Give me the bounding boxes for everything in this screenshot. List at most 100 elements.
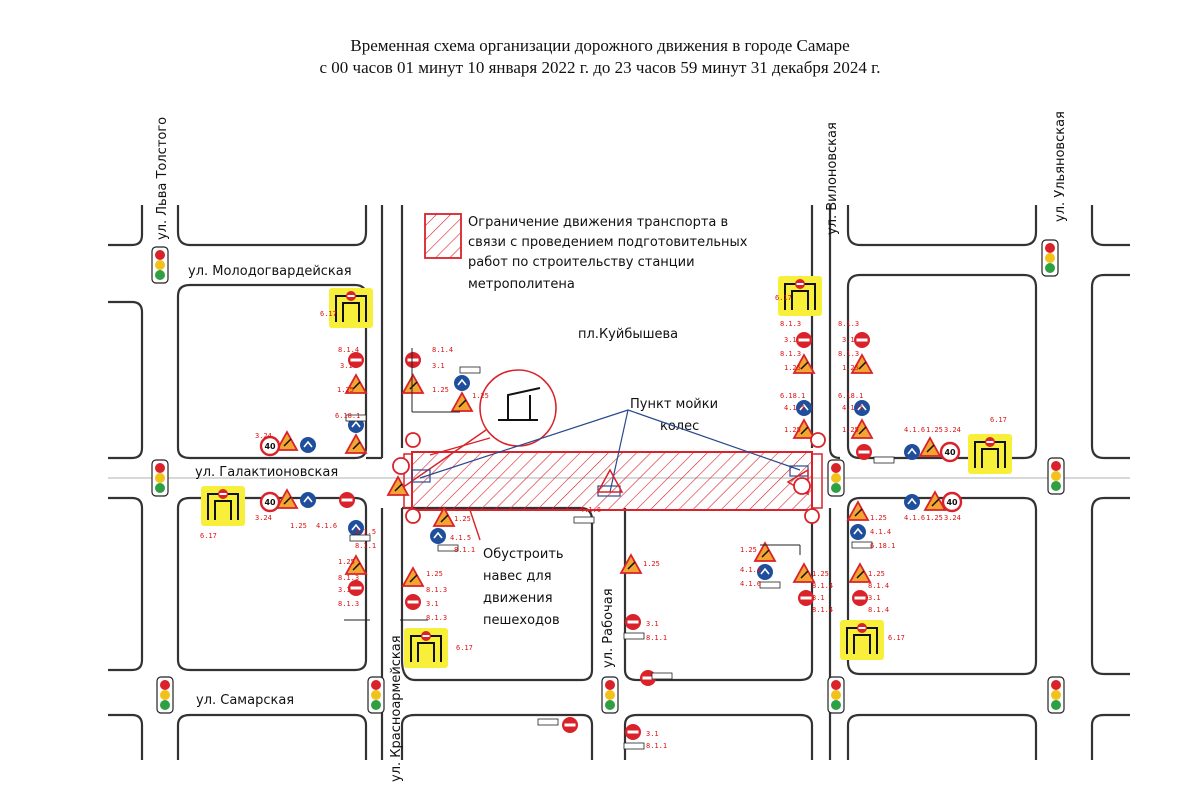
block-outline: [176, 713, 368, 760]
sign-code: 6.18.1: [335, 412, 360, 420]
sign-code: 1.25: [842, 364, 859, 372]
sign-code: 6.17: [775, 294, 792, 302]
direction-arrow-icon: [299, 491, 317, 509]
wash-point-marker: [411, 469, 431, 483]
sign-code: 1.25: [784, 364, 801, 372]
sign-code: 1.25: [426, 570, 443, 578]
sign-code: 1.25: [740, 546, 757, 554]
canopy-note-line-1: Обустроить: [483, 547, 564, 562]
pedestrian-icon: [405, 432, 421, 448]
detour-sign-icon: [403, 627, 449, 669]
block-outline: [108, 496, 144, 672]
sign-code: 1.25: [472, 392, 489, 400]
no-entry-icon: [854, 332, 870, 348]
sign-code: 4.1.5: [784, 404, 805, 412]
no-entry-icon: [856, 444, 872, 460]
sign-code: 3.1: [812, 594, 825, 602]
no-entry-icon: [405, 594, 421, 610]
sign-code: 8.1.4: [868, 582, 889, 590]
sign-code: 8.1.1: [646, 634, 667, 642]
block-outline: [108, 205, 144, 247]
block-outline: [1090, 496, 1130, 676]
street-lva-tolstogo: ул. Льва Толстого: [155, 117, 170, 240]
sign-code: 3.24: [255, 514, 272, 522]
sign-code: 1.25: [784, 426, 801, 434]
sign-code: 3.24: [944, 514, 961, 522]
street-rabochaya: ул. Рабочая: [601, 588, 616, 668]
plate-icon: [651, 672, 673, 680]
sign-code: 8.1.3: [838, 350, 859, 358]
sign-code: 3.1: [432, 362, 445, 370]
block-outline: [1090, 273, 1130, 460]
canopy-icon: [498, 387, 541, 421]
legend-line-3: работ по строительству станции: [468, 255, 695, 270]
traffic-light-icon: [827, 676, 845, 714]
sign-code: 4.1.5: [355, 528, 376, 536]
roadworks-icon: [345, 434, 367, 454]
callout-leader: [429, 437, 491, 456]
street-ulyanovskaya: ул. Ульяновская: [1053, 111, 1068, 222]
block-outline: [176, 205, 368, 247]
direction-arrow-icon: [903, 493, 921, 511]
sign-code: 4.1.6: [316, 522, 337, 530]
sign-code: 8.1.4: [812, 606, 833, 614]
wash-point-label-2: колес: [660, 419, 699, 434]
sign-code: 3.1: [842, 336, 855, 344]
no-entry-icon: [625, 614, 641, 630]
pedestrian-icon: [392, 457, 410, 475]
direction-arrow-icon: [299, 436, 317, 454]
street-molodogvardeyskaya: ул. Молодогвардейская: [188, 264, 352, 279]
sign-code: 4.1.6: [904, 514, 925, 522]
traffic-light-icon: [1041, 239, 1059, 277]
legend-line-1: Ограничение движения транспорта в: [468, 215, 728, 230]
sign-code: 8.1.1: [646, 742, 667, 750]
sign-code: 1.25: [338, 558, 355, 566]
sign-code: 3.1: [646, 730, 659, 738]
sign-code: 6.17: [200, 532, 217, 540]
block-outline: [400, 713, 594, 760]
block-outline: [108, 300, 144, 460]
detour-sign-icon: [839, 619, 885, 661]
block-outline: [846, 496, 1038, 676]
legend-swatch: [424, 213, 462, 259]
sign-code: 3.1: [784, 336, 797, 344]
block-outline: [846, 273, 1038, 460]
sign-code: 8.1.3: [780, 350, 801, 358]
sign-code: 8.1.3: [338, 574, 359, 582]
no-entry-icon: [562, 717, 578, 733]
no-entry-icon: [405, 352, 421, 368]
plate-icon: [573, 516, 595, 524]
zone-warning-triangle: [596, 468, 624, 493]
sign-code: 8.1.4: [432, 346, 453, 354]
block-outline: [1090, 713, 1130, 760]
street-vilonovskaya: ул. Вилоновская: [825, 122, 840, 235]
callout-leader: [401, 429, 487, 489]
block-outline: [828, 205, 841, 460]
sign-code: 4.1.6: [904, 426, 925, 434]
sign-code: 4.1.5: [842, 404, 863, 412]
block-outline: [108, 713, 144, 760]
sign-code: 3.1: [340, 362, 353, 370]
no-entry-icon: [852, 590, 868, 606]
sign-code: 6.17: [888, 634, 905, 642]
street-galaktionovskaya: ул. Галактионовская: [195, 465, 338, 480]
restricted-zone-edge: [811, 453, 823, 509]
sign-code: 3.1: [426, 600, 439, 608]
sign-code: 1.25: [290, 522, 307, 530]
direction-arrow-icon: [849, 523, 867, 541]
legend-line-2: связи с проведением подготовительных: [468, 235, 748, 250]
sign-code: 6.17: [320, 310, 337, 318]
sign-code: 8.1.3: [780, 320, 801, 328]
sign-posts: [344, 348, 801, 621]
direction-arrow-icon: [453, 374, 471, 392]
sign-code: 4.1.4: [870, 528, 891, 536]
traffic-light-icon: [151, 246, 169, 284]
sign-code: 8.1.1: [355, 542, 376, 550]
plate-icon: [623, 632, 645, 640]
pedestrian-icon: [804, 508, 820, 524]
sign-code: 8.1.3: [426, 614, 447, 622]
sign-code: 8.1.4: [812, 582, 833, 590]
canopy-note-line-3: движения: [483, 591, 553, 606]
canopy-note-line-4: пешеходов: [483, 613, 560, 628]
sign-code: 3.24: [255, 432, 272, 440]
